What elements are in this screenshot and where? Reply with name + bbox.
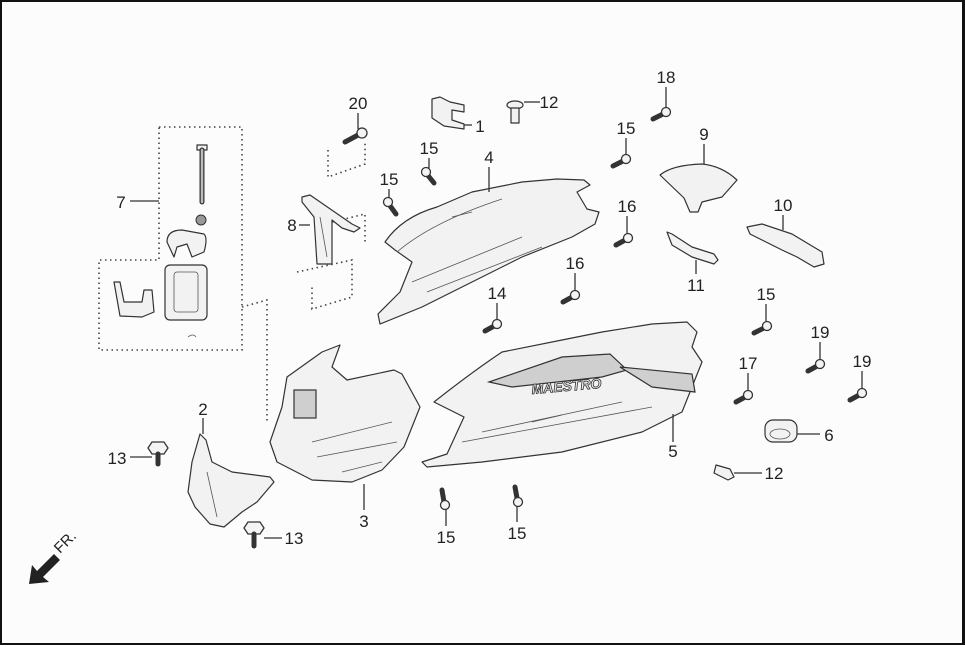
callout-15-b: 15 <box>380 170 399 189</box>
callout-labels: 1 2 3 4 5 6 7 8 9 10 11 12 12 13 13 14 1… <box>108 68 872 548</box>
part-5-lower-cover: MAESTRO <box>421 321 703 468</box>
callout-17: 17 <box>739 354 758 373</box>
part-12-rivet-bottom <box>713 464 735 481</box>
part-4-upper-cover <box>377 178 600 325</box>
part-2-front-lower <box>187 433 275 528</box>
callout-4: 4 <box>484 148 493 167</box>
callout-15-a: 15 <box>420 139 439 158</box>
callout-10: 10 <box>774 196 793 215</box>
callout-15-f: 15 <box>508 524 527 543</box>
screw-15-c <box>610 153 632 169</box>
callout-12-bottom: 12 <box>765 464 784 483</box>
leader-lines <box>130 87 863 539</box>
part-12-rivet-top <box>506 100 524 124</box>
part-9-panel <box>659 163 738 213</box>
callout-3: 3 <box>359 512 368 531</box>
callout-13-left: 13 <box>108 449 127 468</box>
callout-15-d: 15 <box>757 285 776 304</box>
screw-14 <box>482 318 503 334</box>
callout-8: 8 <box>287 216 296 235</box>
callout-20: 20 <box>349 94 368 113</box>
callout-15-c: 15 <box>617 119 636 138</box>
screw-16-a <box>613 232 634 248</box>
part-3-front-cover <box>269 344 421 483</box>
part-13-bolt-a <box>147 441 169 467</box>
callout-18: 18 <box>657 68 676 87</box>
callout-13-right: 13 <box>285 529 304 548</box>
callout-12-top: 12 <box>540 93 559 112</box>
screw-15-d <box>751 320 773 336</box>
callout-5: 5 <box>668 442 677 461</box>
front-direction-indicator: FR. <box>29 528 80 584</box>
screws <box>342 106 868 511</box>
arrow-down-left-icon <box>29 554 60 584</box>
part-11-strip <box>666 231 719 265</box>
screw-16-b <box>560 289 581 305</box>
callout-19-b: 19 <box>853 352 872 371</box>
screw-18 <box>650 106 672 122</box>
callout-6: 6 <box>824 426 833 445</box>
part-6-spacer <box>764 419 798 443</box>
group-7-outline <box>98 126 268 422</box>
screw-15-e <box>439 487 451 511</box>
callout-16-a: 16 <box>618 197 637 216</box>
callout-7: 7 <box>116 193 125 212</box>
callout-14: 14 <box>488 284 507 303</box>
front-label: FR. <box>51 528 80 557</box>
callout-9: 9 <box>699 125 708 144</box>
screw-19-a <box>805 358 826 374</box>
screw-15-a <box>420 166 437 186</box>
part-10-bracket <box>746 223 825 268</box>
part-1-clip <box>431 96 465 130</box>
screw-15-f <box>512 484 524 508</box>
callout-1: 1 <box>475 117 484 136</box>
screw-17 <box>733 389 754 405</box>
screw-19-b <box>847 387 868 403</box>
callout-15-e: 15 <box>437 528 456 547</box>
maestro-decal: MAESTRO <box>531 375 602 397</box>
callout-11: 11 <box>687 276 705 295</box>
screw-20 <box>342 127 368 145</box>
screw-15-b <box>382 196 399 217</box>
part-8-bracket <box>301 194 361 265</box>
part-13-bolt-b <box>243 521 265 549</box>
callout-16-b: 16 <box>566 254 585 273</box>
part-7-assembly <box>113 144 208 338</box>
callout-2: 2 <box>198 400 207 419</box>
callout-19-a: 19 <box>811 323 830 342</box>
